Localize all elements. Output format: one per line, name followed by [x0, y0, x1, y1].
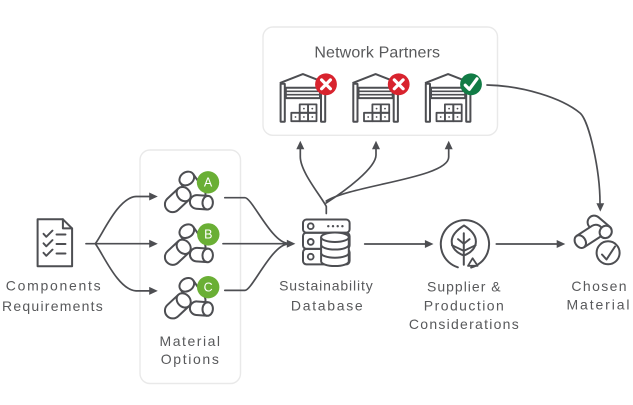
svg-text:Database: Database	[291, 298, 363, 314]
svg-text:Material: Material	[160, 333, 221, 349]
svg-text:Network Partners: Network Partners	[314, 44, 440, 61]
svg-text:Supplier &: Supplier &	[427, 279, 501, 295]
svg-text:A: A	[204, 176, 213, 190]
svg-text:Requirements: Requirements	[2, 298, 103, 314]
svg-text:Components: Components	[6, 277, 101, 293]
svg-text:B: B	[204, 228, 212, 242]
svg-text:Chosen: Chosen	[571, 278, 626, 294]
svg-text:Considerations: Considerations	[409, 316, 519, 332]
svg-text:Production: Production	[424, 297, 504, 313]
svg-text:Material: Material	[567, 296, 630, 312]
svg-text:Sustainability: Sustainability	[279, 278, 373, 294]
svg-text:Options: Options	[161, 351, 219, 367]
svg-text:C: C	[204, 281, 213, 295]
